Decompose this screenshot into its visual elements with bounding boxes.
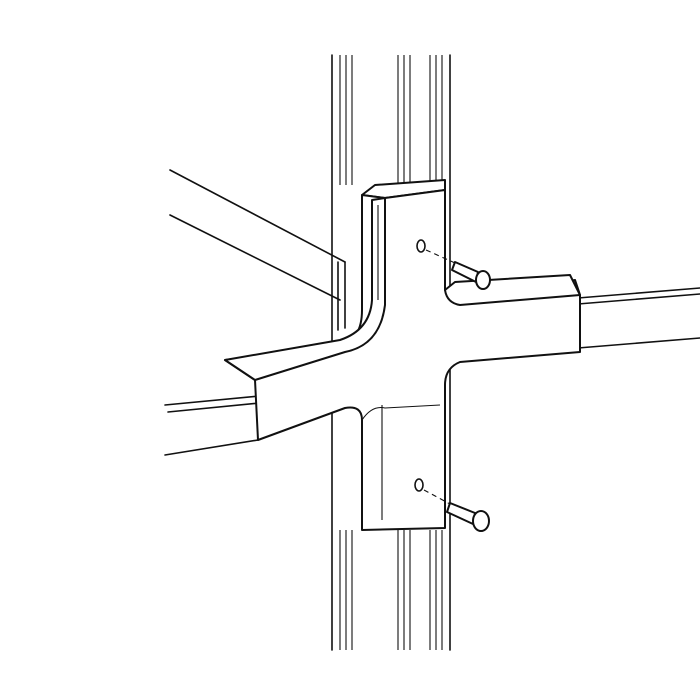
screw-lower [414, 478, 490, 532]
vertical-post [331, 54, 451, 651]
screw-upper [416, 239, 491, 290]
cross-bracket [224, 179, 581, 531]
horizontal-beam [164, 287, 700, 456]
shelf-panel [169, 169, 346, 331]
